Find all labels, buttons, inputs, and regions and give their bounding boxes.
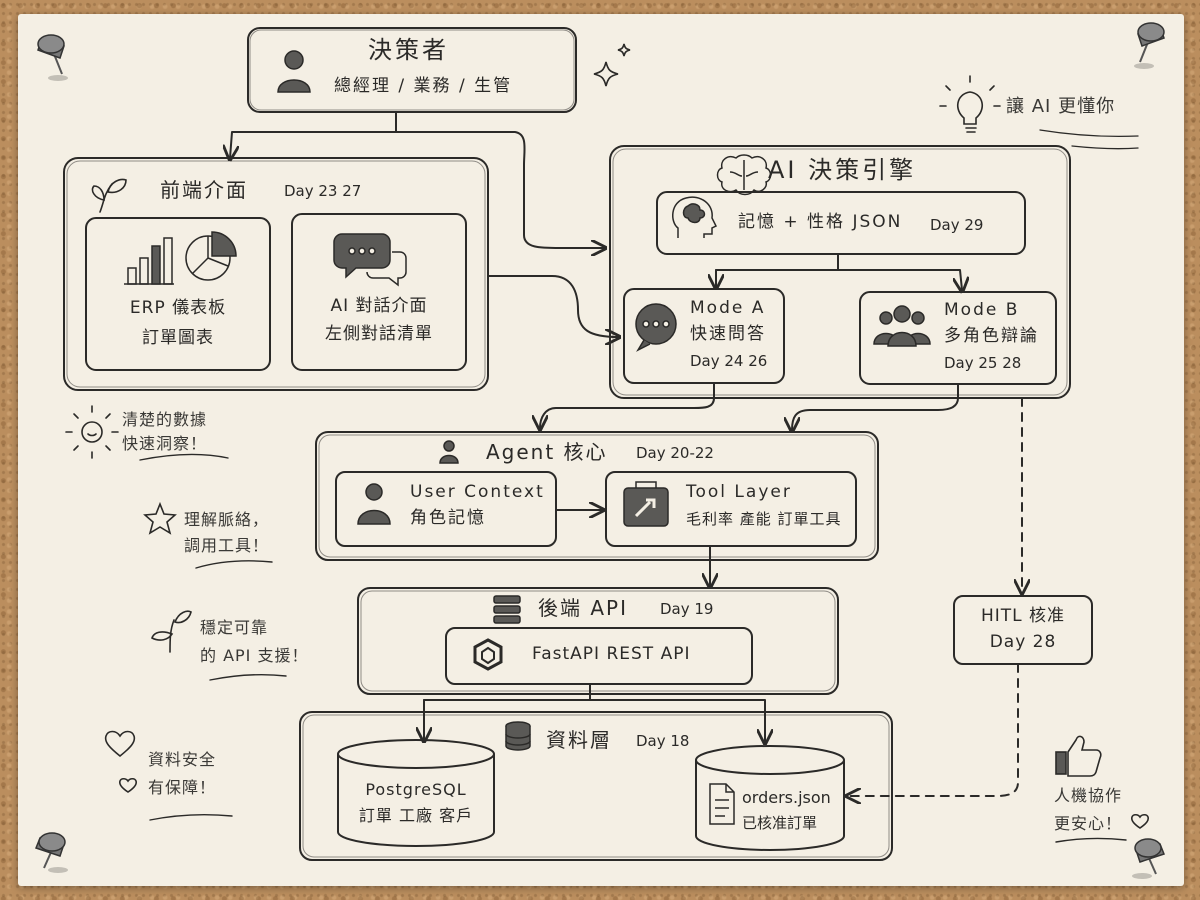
sprout-icon <box>91 178 127 213</box>
ai-engine-title: AI 決策引擎 <box>768 156 917 184</box>
note-clear-data-2: 快速洞察！ <box>122 434 208 453</box>
mode-b-line2: 多角色辯論 <box>944 326 1039 346</box>
orders-line2: 已核准訂單 <box>742 814 818 832</box>
lightbulb-icon <box>939 75 1001 133</box>
mode-b-line3: Day 25 28 <box>944 354 1022 372</box>
mode-a-line3: Day 24 26 <box>690 352 768 370</box>
chat-bubbles-icon <box>333 233 407 287</box>
note-safe-2: 有保障！ <box>148 778 217 797</box>
group-icon <box>873 305 931 347</box>
agent-core-day: Day 20-22 <box>636 444 714 462</box>
frontend-days: Day 23 27 <box>284 182 362 200</box>
user-icon <box>277 50 311 93</box>
fastapi-label: FastAPI REST API <box>532 644 691 664</box>
decision-maker-subtitle: 總經理 / 業務 / 生管 <box>334 76 513 96</box>
erp-label-1: ERP 儀表板 <box>129 298 227 318</box>
frontend-title: 前端介面 <box>160 178 248 202</box>
hitl-box <box>953 595 1093 665</box>
pushpin-icon <box>35 22 1165 879</box>
server-icon <box>493 595 521 624</box>
postgres-line2: 訂單 工廠 客戶 <box>358 806 474 825</box>
orders-line1: orders.json <box>742 788 831 807</box>
mode-a-line1: Mode A <box>690 298 766 318</box>
fastapi-hexagon-icon <box>473 638 503 671</box>
arrow-memory-to-modes <box>715 253 962 290</box>
agent-core-box <box>315 431 879 561</box>
backend-box <box>357 587 839 695</box>
paper-sheet <box>18 14 1184 886</box>
tool-layer-line2: 毛利率 產能 訂單工具 <box>686 510 842 528</box>
star-icon <box>143 501 177 535</box>
memory-day: Day 29 <box>930 216 984 234</box>
fastapi-box <box>445 627 753 685</box>
note-ai-understands: 讓 AI 更懂你 <box>1006 96 1116 117</box>
note-stable-2: 的 API 支援！ <box>200 646 309 665</box>
database-icon <box>505 721 531 751</box>
sprout-small-icon <box>151 610 192 653</box>
document-icon <box>709 783 735 825</box>
arrow-decision-to-ai-engine <box>395 131 604 248</box>
arrow-decision-to-frontend <box>230 111 397 158</box>
erp-label-2: 訂單圖表 <box>142 328 214 348</box>
arrow-mode-b-to-agent <box>792 383 959 430</box>
head-brain-icon <box>672 196 718 238</box>
bar-chart-icon <box>124 237 174 285</box>
mode-a-box <box>623 288 785 384</box>
ai-engine-box <box>609 145 1071 399</box>
data-layer-title: 資料層 <box>546 728 612 752</box>
frontend-box <box>63 157 489 391</box>
hitl-line2: Day 28 <box>989 632 1057 652</box>
pie-chart-icon <box>185 231 237 281</box>
arrow-frontend-to-mode-a <box>487 275 618 337</box>
backend-day: Day 19 <box>660 600 714 618</box>
arrow-mode-a-to-agent <box>540 382 715 428</box>
mode-a-line2: 快速問答 <box>690 324 766 344</box>
chat-label-1: AI 對話介面 <box>330 296 428 316</box>
data-layer-box <box>299 711 893 861</box>
heart-icon <box>104 730 1149 829</box>
user-context-line1: User Context <box>410 482 545 502</box>
decision-maker-box <box>247 27 577 113</box>
chat-label-2: 左側對話清單 <box>325 324 433 344</box>
sun-icon <box>65 405 119 459</box>
mode-b-line1: Mode B <box>944 300 1020 320</box>
agent-core-title: Agent 核心 <box>486 440 608 464</box>
brain-icon <box>716 154 772 196</box>
memory-box <box>656 191 1026 255</box>
postgres-line1: PostgreSQL <box>365 780 467 799</box>
note-human-2: 更安心！ <box>1054 814 1123 833</box>
erp-dashboard-box <box>85 217 271 371</box>
note-context-2: 調用工具！ <box>184 536 270 555</box>
chat-bubble-icon <box>635 303 677 352</box>
memory-label: 記憶 + 性格 JSON <box>738 212 903 232</box>
data-layer-day: Day 18 <box>636 732 690 750</box>
tool-layer-box <box>605 471 857 547</box>
user-context-line2: 角色記憶 <box>410 508 486 528</box>
user-small-icon <box>439 440 459 464</box>
note-clear-data-1: 清楚的數據 <box>122 410 208 429</box>
ai-chat-box <box>291 213 467 371</box>
note-human-1: 人機協作 <box>1054 786 1123 805</box>
backend-title: 後端 API <box>538 596 628 620</box>
arrow-hitl-to-orders <box>848 663 1019 796</box>
hitl-line1: HITL 核准 <box>980 606 1066 626</box>
note-safe-1: 資料安全 <box>148 750 217 769</box>
decision-maker-title: 決策者 <box>368 36 449 64</box>
tool-layer-line1: Tool Layer <box>686 482 792 502</box>
sparkle-icon <box>593 43 631 87</box>
toolbox-icon <box>623 481 669 527</box>
thumbs-up-icon <box>1055 735 1102 777</box>
user-context-icon <box>357 483 391 525</box>
note-stable-1: 穩定可靠 <box>200 618 269 637</box>
note-context-1: 理解脈絡， <box>184 510 270 529</box>
